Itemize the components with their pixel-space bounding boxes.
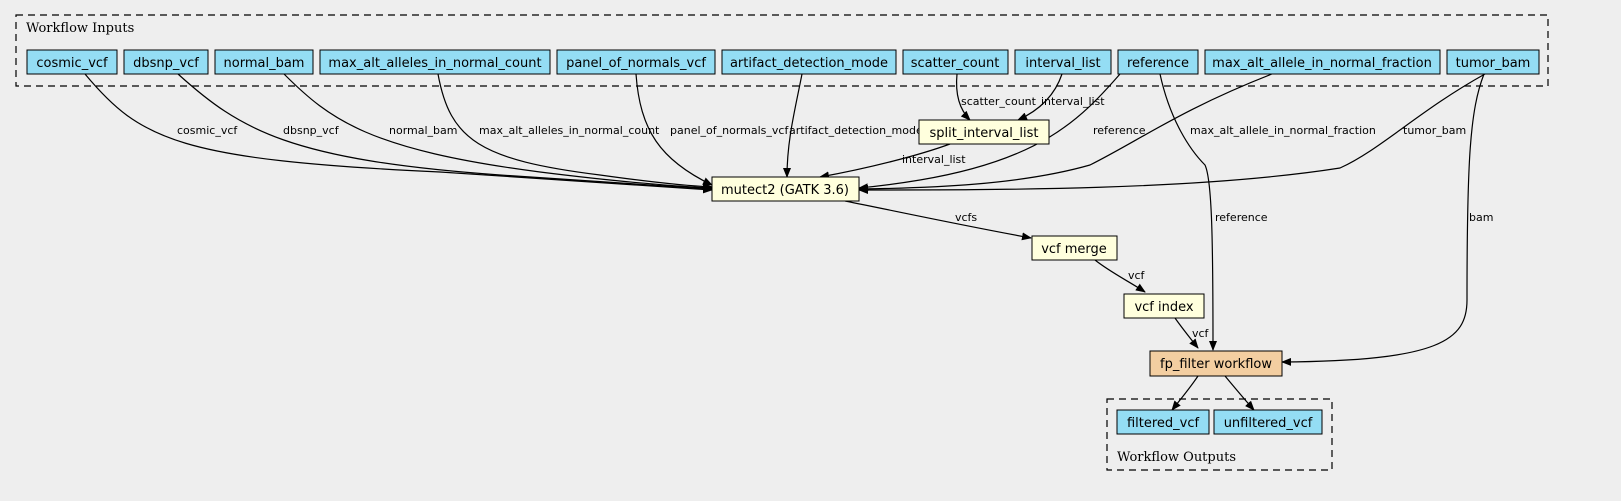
output-filtered-vcf[interactable]: filtered_vcf	[1116, 409, 1210, 435]
input-nodes: cosmic_vcf dbsnp_vcf normal_bam max_alt_…	[26, 49, 1540, 75]
edge-scatter-count	[955, 73, 971, 121]
edge-label-scatter-count: scatter_count	[961, 95, 1037, 108]
edge-label-interval-list: interval_list	[1041, 95, 1105, 108]
input-normal-bam[interactable]: normal_bam	[214, 49, 314, 75]
edge-label-reference-filter: reference	[1215, 211, 1268, 224]
edge-interval-list	[1017, 73, 1063, 121]
svg-text:vcf merge: vcf merge	[1041, 242, 1107, 257]
output-nodes: filtered_vcf unfiltered_vcf	[1116, 409, 1323, 435]
edge-label-normal-bam: normal_bam	[389, 124, 457, 137]
svg-text:unfiltered_vcf: unfiltered_vcf	[1224, 416, 1313, 431]
input-reference[interactable]: reference	[1117, 49, 1199, 75]
edge-tumor-bam	[858, 73, 1486, 194]
svg-text:cosmic_vcf: cosmic_vcf	[36, 56, 108, 71]
input-scatter-count[interactable]: scatter_count	[902, 49, 1009, 75]
svg-text:filtered_vcf: filtered_vcf	[1127, 416, 1200, 431]
svg-text:fp_filter workflow: fp_filter workflow	[1160, 357, 1272, 372]
workflow-outputs-label: Workflow Outputs	[1117, 450, 1236, 465]
svg-text:dbsnp_vcf: dbsnp_vcf	[133, 56, 199, 71]
svg-text:max_alt_allele_in_normal_fract: max_alt_allele_in_normal_fraction	[1212, 56, 1432, 71]
input-tumor-bam[interactable]: tumor_bam	[1446, 49, 1540, 75]
svg-text:mutect2 (GATK 3.6): mutect2 (GATK 3.6)	[721, 183, 849, 198]
edge-label-merge-vcf: vcf	[1128, 269, 1146, 282]
edge-split-to-mutect	[819, 143, 951, 180]
svg-text:vcf index: vcf index	[1134, 300, 1193, 315]
svg-text:reference: reference	[1127, 56, 1189, 71]
workflow-outputs-cluster: Workflow Outputs	[1106, 398, 1333, 471]
edge-label-max-alt-fraction: max_alt_allele_in_normal_fraction	[1190, 124, 1376, 137]
svg-text:scatter_count: scatter_count	[911, 56, 1000, 71]
edge-label-bam: bam	[1469, 211, 1493, 224]
svg-text:split_interval_list: split_interval_list	[929, 126, 1038, 141]
edge-max-alt-alleles-count	[437, 73, 713, 191]
step-split-interval-list[interactable]: split_interval_list	[918, 119, 1050, 145]
edge-label-vcfs: vcfs	[955, 211, 977, 224]
edge-panel-of-normals	[635, 73, 713, 186]
edge-label-panel-of-normals: panel_of_normals_vcf	[670, 124, 789, 137]
edge-dbsnp-vcf	[177, 73, 713, 193]
edge-label-interval-list-split: interval_list	[902, 153, 966, 166]
svg-text:interval_list: interval_list	[1025, 56, 1100, 71]
edge-index-to-filter	[1174, 317, 1199, 349]
workflow-inputs-label: Workflow Inputs	[26, 21, 134, 36]
edge-label-max-alt-alleles-count: max_alt_alleles_in_normal_count	[479, 124, 660, 137]
edge-artifact-detection	[783, 73, 803, 178]
svg-text:artifact_detection_mode: artifact_detection_mode	[730, 56, 888, 71]
edge-label-artifact-detection: artifact_detection_mode	[789, 124, 923, 137]
edge-filter-to-filtered	[1171, 375, 1199, 411]
edge-reference-filter	[1159, 73, 1217, 351]
workflow-inputs-cluster: Workflow Inputs	[15, 14, 1549, 87]
edge-reference-mutect	[858, 73, 1121, 192]
edges	[84, 73, 1486, 411]
step-fp-filter-workflow[interactable]: fp_filter workflow	[1149, 350, 1283, 377]
edge-normal-bam	[283, 73, 713, 192]
edge-labels: cosmic_vcf dbsnp_vcf normal_bam max_alt_…	[177, 95, 1493, 340]
svg-text:panel_of_normals_vcf: panel_of_normals_vcf	[566, 56, 706, 71]
input-artifact-detection-mode[interactable]: artifact_detection_mode	[721, 49, 897, 75]
step-vcf-merge[interactable]: vcf merge	[1031, 235, 1118, 261]
input-dbsnp-vcf[interactable]: dbsnp_vcf	[123, 49, 209, 75]
svg-text:tumor_bam: tumor_bam	[1456, 56, 1531, 71]
edge-label-dbsnp-vcf: dbsnp_vcf	[283, 124, 340, 137]
input-panel-of-normals-vcf[interactable]: panel_of_normals_vcf	[556, 49, 716, 75]
svg-text:normal_bam: normal_bam	[224, 56, 305, 71]
step-vcf-index[interactable]: vcf index	[1123, 293, 1205, 319]
step-mutect2[interactable]: mutect2 (GATK 3.6)	[711, 176, 860, 202]
edge-vcfs	[844, 200, 1032, 241]
input-max-alt-allele-fraction[interactable]: max_alt_allele_in_normal_fraction	[1204, 49, 1441, 75]
edge-merge-to-index	[1094, 259, 1146, 293]
step-nodes: split_interval_list mutect2 (GATK 3.6) v…	[711, 119, 1283, 377]
edge-cosmic-vcf	[84, 73, 713, 194]
output-unfiltered-vcf[interactable]: unfiltered_vcf	[1213, 409, 1323, 435]
edge-filter-to-unfiltered	[1224, 375, 1255, 411]
input-cosmic-vcf[interactable]: cosmic_vcf	[26, 49, 118, 75]
edge-label-reference-mutect: reference	[1093, 124, 1146, 137]
edge-bam	[1281, 73, 1485, 366]
input-interval-list[interactable]: interval_list	[1014, 49, 1112, 75]
svg-text:max_alt_alleles_in_normal_coun: max_alt_alleles_in_normal_count	[328, 56, 541, 71]
edge-label-tumor-bam: tumor_bam	[1403, 124, 1466, 137]
edge-label-index-vcf: vcf	[1192, 327, 1210, 340]
edge-label-cosmic-vcf: cosmic_vcf	[177, 124, 238, 137]
input-max-alt-alleles-count[interactable]: max_alt_alleles_in_normal_count	[319, 49, 551, 75]
edge-max-alt-fraction	[858, 73, 1273, 193]
